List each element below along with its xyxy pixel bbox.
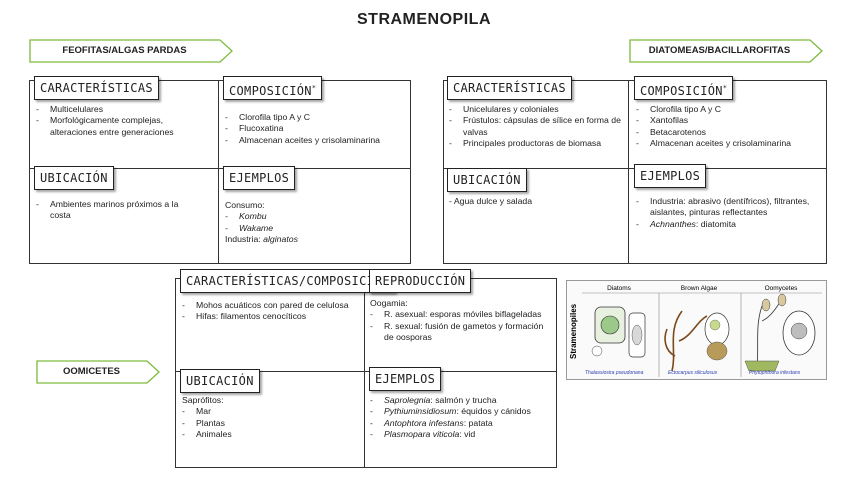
oomicetes-caracteristicas-text: Mohos acuáticos con pared de celulosa Hi… bbox=[182, 300, 358, 323]
list-item: Plasmopara viticola: vid bbox=[370, 429, 552, 441]
list-item: Morfológicamente complejas, alteraciones… bbox=[36, 115, 212, 138]
figure-caption-brown-algae: Ectocarpus siliculosus bbox=[668, 370, 718, 376]
feofitas-ubicacion-header: UBICACIÓN bbox=[34, 166, 114, 190]
brown-algae-drawing bbox=[664, 310, 730, 372]
stramenopiles-illustration: Stramenopiles Diatoms Brown Algae Oomyce… bbox=[569, 285, 822, 377]
list-item: Kombu bbox=[225, 211, 407, 223]
oomicetes-reproduccion-header: REPRODUCCIÓN bbox=[369, 269, 472, 293]
list-item: Saprolegnia: salmón y trucha bbox=[370, 395, 552, 407]
list-item: R. asexual: esporas móviles biflageladas bbox=[370, 309, 552, 321]
list-item: Clorofila tipo A y C bbox=[225, 112, 407, 124]
feofitas-caracteristicas-text: Multicelulares Morfológicamente compleja… bbox=[36, 104, 212, 138]
diatomeas-caracteristicas-header: CARACTERÍSTICAS bbox=[447, 76, 572, 100]
diatomeas-ubicacion-text: - Agua dulce y salada bbox=[449, 196, 533, 206]
oomicetes-label: OOMICETES bbox=[62, 366, 120, 377]
diatomeas-arrow: DIATOMEAS/BACILLAROFITAS bbox=[629, 39, 824, 63]
figure-caption-oomycetes: Phytophthora infestans bbox=[749, 370, 801, 376]
list-item: Xantofilas bbox=[636, 115, 822, 127]
oomicetes-ejemplos-text: Saprolegnia: salmón y trucha Pythiuminsi… bbox=[370, 395, 552, 440]
oomicetes-arrow: OOMICETES bbox=[36, 360, 161, 384]
list-item: Animales bbox=[182, 429, 358, 441]
diatomeas-composicion-text: Clorofila tipo A y C Xantofilas Betacaro… bbox=[636, 104, 822, 149]
list-item: Almacenan aceites y crisolaminarina bbox=[636, 138, 822, 150]
list-item: Plantas bbox=[182, 418, 358, 430]
diatomeas-ubicacion-header: UBICACIÓN bbox=[447, 168, 527, 192]
page-title: STRAMENOPILA bbox=[357, 11, 491, 28]
figure-caption-diatom: Thalassiosira pseudonana bbox=[585, 370, 644, 376]
list-item: Betacarotenos bbox=[636, 127, 822, 139]
oomicetes-caracteristicas-header: CARACTERÍSTICAS/COMPOSICIÓN bbox=[180, 269, 396, 293]
diatomeas-ejemplos-header: EJEMPLOS bbox=[634, 164, 707, 188]
oomycetes-drawing bbox=[744, 293, 816, 372]
diatomeas-caracteristicas-text: Unicelulares y coloniales Frústulos: cáp… bbox=[449, 104, 625, 149]
feofitas-label: FEOFITAS/ALGAS PARDAS bbox=[62, 45, 187, 56]
figure-side-label: Stramenopiles bbox=[569, 303, 578, 359]
diatomeas-label: DIATOMEAS/BACILLAROFITAS bbox=[648, 45, 791, 56]
list-item: Clorofila tipo A y C bbox=[636, 104, 822, 116]
stramenopiles-figure: Stramenopiles Diatoms Brown Algae Oomyce… bbox=[566, 280, 827, 380]
list-item: Pythiuminsidiosum: équidos y cánidos bbox=[370, 406, 552, 418]
list-item: Frústulos: cápsulas de sílice en forma d… bbox=[449, 115, 625, 138]
figure-col-brown-algae: Brown Algae bbox=[681, 285, 718, 292]
list-item: Ambientes marinos próximos a la costa bbox=[36, 199, 201, 222]
oomicetes-ubicacion-text: Saprófitos: Mar Plantas Animales bbox=[182, 395, 358, 440]
list-item: R. sexual: fusión de gametos y formación… bbox=[370, 321, 552, 344]
feofitas-composicion-header: COMPOSICIÓN* bbox=[223, 76, 323, 100]
oomicetes-ubicacion-header: UBICACIÓN bbox=[180, 369, 260, 393]
feofitas-ejemplos-text: Consumo: Kombu Wakame Industria: alginat… bbox=[225, 200, 407, 245]
list-item: Mohos acuáticos con pared de celulosa bbox=[182, 300, 358, 312]
feofitas-ejemplos-header: EJEMPLOS bbox=[223, 166, 296, 190]
figure-col-oomycetes: Oomycetes bbox=[765, 285, 799, 292]
list-item: Unicelulares y coloniales bbox=[449, 104, 625, 116]
feofitas-arrow: FEOFITAS/ALGAS PARDAS bbox=[29, 39, 234, 63]
list-item: Hifas: filamentos cenocíticos bbox=[182, 311, 358, 323]
list-item: Mar bbox=[182, 406, 358, 418]
list-item: Industria: abrasivo (dentífricos), filtr… bbox=[636, 196, 822, 219]
list-item: Antophtora infestans: patata bbox=[370, 418, 552, 430]
feofitas-frame bbox=[29, 80, 411, 264]
list-item: Achnanthes: diatomita bbox=[636, 219, 822, 231]
list-item: Almacenan aceites y crisolaminarina bbox=[225, 135, 407, 147]
feofitas-composicion-text: Clorofila tipo A y C Flucoxatina Almacen… bbox=[225, 112, 407, 146]
list-item: Wakame bbox=[225, 223, 407, 235]
feofitas-caracteristicas-header: CARACTERÍSTICAS bbox=[34, 76, 159, 100]
diatomeas-ejemplos-text: Industria: abrasivo (dentífricos), filtr… bbox=[636, 196, 822, 230]
feofitas-ubicacion-text: Ambientes marinos próximos a la costa bbox=[36, 199, 201, 222]
diatom-drawing bbox=[591, 306, 646, 358]
list-item: Principales productoras de biomasa bbox=[449, 138, 625, 150]
oomicetes-ejemplos-header: EJEMPLOS bbox=[369, 367, 442, 391]
list-item: Flucoxatina bbox=[225, 123, 407, 135]
list-item: Multicelulares bbox=[36, 104, 212, 116]
oomicetes-reproduccion-text: Oogamia: R. asexual: esporas móviles bif… bbox=[370, 298, 552, 343]
diatomeas-composicion-header: COMPOSICIÓN* bbox=[634, 76, 734, 100]
figure-col-diatoms: Diatoms bbox=[607, 285, 632, 292]
